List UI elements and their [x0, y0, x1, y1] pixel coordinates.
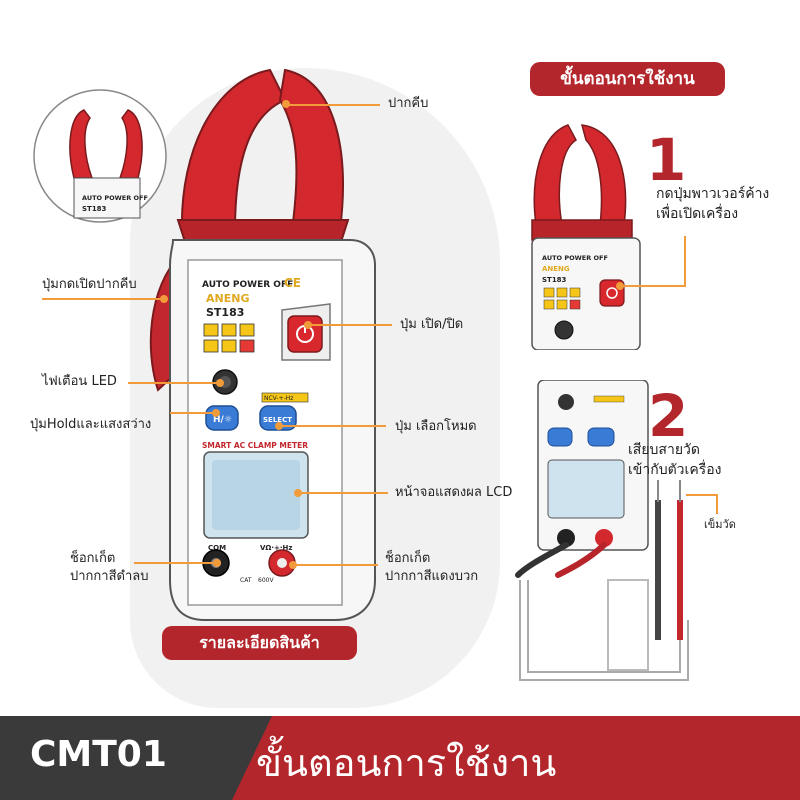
step1-number: 1	[646, 126, 687, 194]
black-socket-dot	[213, 559, 221, 567]
jaw-trigger-dot	[160, 295, 168, 303]
led-label: ไฟเตือน LED	[42, 374, 117, 389]
jaw-dot	[282, 100, 290, 108]
clamp-jaws	[180, 68, 287, 231]
select-button-text: SELECT	[263, 416, 292, 424]
step1-brand: ANENG	[542, 265, 570, 273]
smart-label-text: SMART AC CLAMP METER	[202, 441, 308, 450]
cat-rating: 600V	[258, 577, 274, 584]
ce-mark: CE	[284, 276, 301, 290]
power-button-label: ปุ่ม เปิด/ปิด	[400, 317, 464, 332]
lcd-dot	[294, 489, 302, 497]
footer-diagonal	[232, 716, 272, 800]
lcd-label: หน้าจอแสดงผล LCD	[395, 485, 513, 500]
lcd-line	[300, 492, 388, 494]
brand-text: ANENG	[206, 292, 249, 305]
hold-button-text: H/☼	[213, 415, 232, 425]
product-details-badge: รายละเอียดสินค้า	[162, 626, 357, 660]
step1-line-horizontal	[622, 285, 686, 287]
footer-code-bar	[0, 716, 232, 800]
step1-model: ST183	[542, 276, 567, 284]
mode-select-label: ปุ่ม เลือกโหมด	[395, 419, 477, 434]
step1-meter-illustration: AUTO POWER OFF ANENG ST183	[531, 124, 641, 350]
jaw-line	[288, 104, 380, 106]
inset-auto-power: AUTO POWER OFF	[82, 194, 148, 202]
step2-text-line2: เข้ากับตัวเครื่อง	[628, 462, 722, 478]
com-jack-label: COM	[208, 544, 226, 552]
step1-text-line1: กดปุ่มพาวเวอร์ค้าง	[656, 186, 770, 202]
footer-code: CMT01	[30, 734, 167, 775]
red-socket-label-2: ปากกาสีแดงบวก	[385, 569, 479, 584]
inset-model: ST183	[82, 205, 107, 213]
model-text: ST183	[206, 306, 244, 319]
step1-dot	[616, 282, 624, 290]
hold-light-line	[170, 412, 214, 414]
red-socket-label-1: ช็อกเก็ต	[385, 551, 431, 566]
step2-text-line1: เสียบสายวัด	[628, 442, 700, 458]
mode-select-line	[280, 425, 386, 427]
probe-line-vertical	[716, 494, 718, 514]
power-button-dot	[304, 321, 312, 329]
footer-title-bar	[200, 716, 800, 800]
led-dot	[216, 379, 224, 387]
step2-number: 2	[648, 382, 689, 450]
hold-light-dot	[212, 409, 220, 417]
step2-select-button	[587, 427, 615, 447]
led-line	[128, 382, 218, 384]
step2-hold-button	[547, 427, 573, 447]
jaw-label: ปากคีบ	[388, 96, 429, 111]
black-socket-label-1: ช็อกเก็ต	[70, 551, 116, 566]
power-button-line	[310, 324, 392, 326]
jaw-trigger-line	[42, 298, 162, 300]
usage-steps-badge: ขั้นตอนการใช้งาน	[530, 62, 725, 96]
black-socket-line	[134, 562, 216, 564]
black-socket-label-2: ปากกาสีดำลบ	[70, 569, 149, 584]
probe-label: เข็มวัด	[704, 518, 736, 531]
cat-label: CAT	[240, 577, 252, 584]
step1-auto-power: AUTO POWER OFF	[542, 254, 608, 262]
mode-select-dot	[275, 422, 283, 430]
jaw-detail-inset: AUTO POWER OFF ST183	[33, 89, 167, 223]
ncv-text: NCV-+-Hz	[264, 395, 293, 402]
volt-jack-label: VΩ·+·Hz	[260, 544, 292, 552]
auto-power-text: AUTO POWER OFF	[202, 280, 293, 290]
footer-title: ขั้นตอนการใช้งาน	[256, 741, 557, 785]
red-socket-dot	[289, 561, 297, 569]
jaw-trigger-label: ปุ่มกดเปิดปากคีบ	[42, 277, 137, 292]
probe-line-horizontal	[686, 494, 718, 496]
hold-light-label: ปุ่มHoldและแสงสว่าง	[30, 417, 152, 432]
select-button	[259, 405, 297, 431]
red-socket-line	[294, 564, 378, 566]
step2-meter-illustration	[515, 380, 689, 681]
clamp-meter-illustration: AUTO POWER OFF CE ANENG ST183 NCV-+-Hz H…	[149, 68, 376, 621]
step1-text-line2: เพื่อเปิดเครื่อง	[656, 206, 739, 222]
step1-line-vertical	[684, 236, 686, 286]
